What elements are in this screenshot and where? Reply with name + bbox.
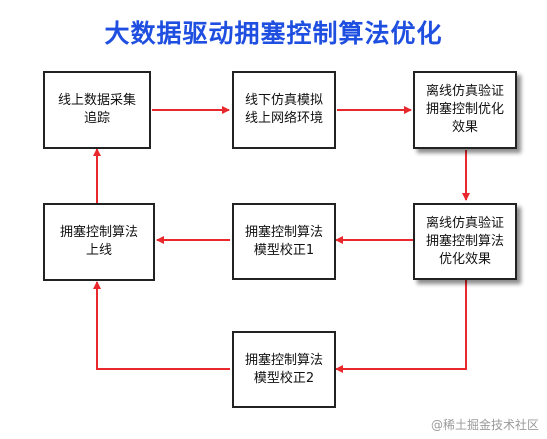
- node-data-collection: 线上数据采集 追踪: [43, 71, 151, 149]
- node-model-calibration-2: 拥塞控制算法 模型校正2: [232, 331, 336, 408]
- node-model-calibration-1: 拥塞控制算法 模型校正1: [232, 203, 336, 280]
- node-offline-simulation: 线下仿真模拟 线上网络环境: [232, 71, 336, 149]
- arrow-calib2-to-online: [93, 281, 230, 370]
- node-offline-verify-1: 离线仿真验证 拥塞控制优化 效果: [413, 71, 517, 149]
- watermark: @稀土掘金技术社区: [430, 418, 539, 432]
- node-algorithm-online: 拥塞控制算法 上线: [43, 203, 155, 281]
- arrow-verify2-to-calib2: [335, 280, 467, 373]
- diagram-title: 大数据驱动拥塞控制算法优化: [104, 19, 443, 48]
- node-offline-verify-2: 离线仿真验证 拥塞控制算法 优化效果: [413, 203, 517, 280]
